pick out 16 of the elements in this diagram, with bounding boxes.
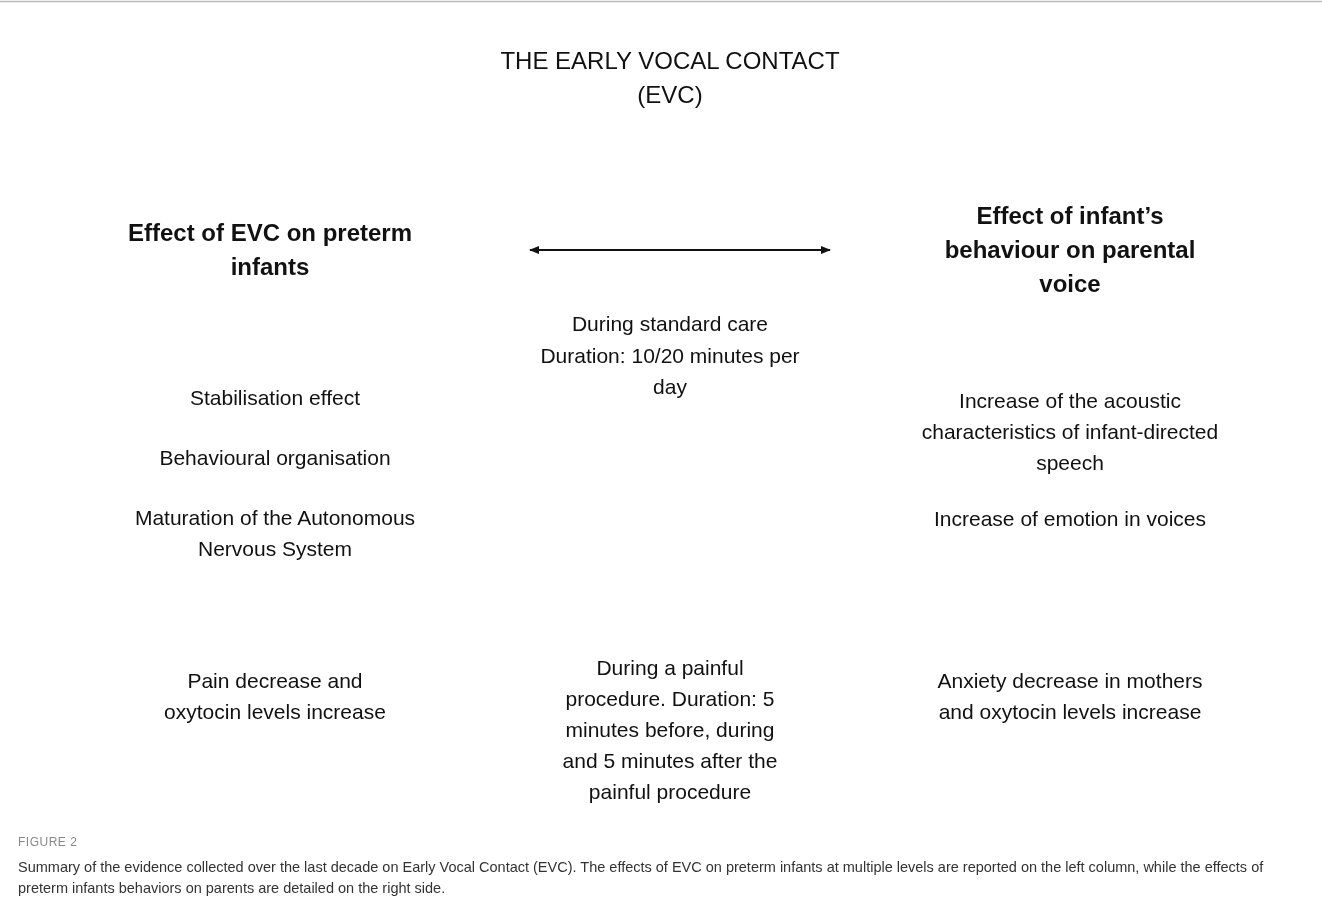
- column-heading: Effect of infant’s behaviour on parental voice: [943, 201, 1197, 299]
- figure-label: FIGURE 2: [18, 834, 79, 850]
- column-heading: Effect of EVC on preterm infants: [126, 218, 413, 282]
- effect-item: Increase of emotion in voices: [933, 506, 1207, 532]
- effect-item: Increase of the acoustic characteristics of infant-directed speech: [920, 388, 1220, 476]
- effect-item: Anxiety decrease in mothers and oxytocin levels increase: [936, 668, 1204, 725]
- duration-note: Duration: 10/20 minutes per day: [540, 343, 800, 400]
- effect-item: Behavioural organisation: [158, 445, 392, 471]
- timing-note: During a painful procedure. Duration: 5 minutes before, during and 5 minutes after the painful procedure: [561, 655, 779, 805]
- double-arrow: [529, 246, 831, 254]
- effect-item: Maturation of the Autonomous Nervous System: [133, 505, 417, 562]
- effect-item: Stabilisation effect: [188, 385, 362, 411]
- figure-caption: Summary of the evidence collected over the last decade on Early Vocal Contact (EVC). The effects of EVC on preterm infants at multiple levels are reported on the left column, while the effects of preterm infants behaviors on parents are detailed on the right side.: [18, 858, 1265, 898]
- timing-note: During standard care: [570, 311, 770, 337]
- effect-item: Pain decrease and oxytocin levels increase: [163, 668, 387, 725]
- diagram-title: THE EARLY VOCAL CONTACT (EVC): [499, 46, 841, 110]
